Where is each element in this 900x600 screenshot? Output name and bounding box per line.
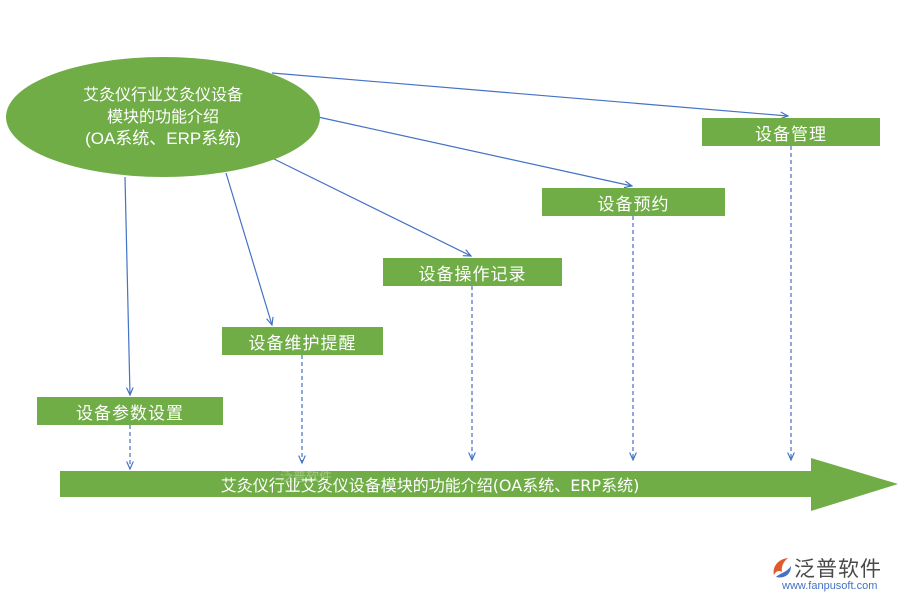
module-label-oplog: 设备操作记录 — [418, 264, 527, 285]
module-box-maint: 设备维护提醒 — [222, 327, 383, 355]
brand-url: www.fanpusoft.com — [782, 580, 878, 592]
module-label-mgmt: 设备管理 — [755, 124, 827, 145]
source-node-line3: (OA系统、ERP系统) — [85, 129, 241, 148]
module-label-resv: 设备预约 — [597, 194, 670, 215]
module-label-maint: 设备维护提醒 — [248, 333, 357, 354]
connector-to-param — [124, 176, 130, 395]
connector-to-mgmt — [271, 72, 788, 116]
module-box-resv: 设备预约 — [542, 188, 725, 216]
source-node: 艾灸仪行业艾灸仪设备 模块的功能介绍 (OA系统、ERP系统) — [6, 57, 320, 177]
brand-mark-icon — [773, 558, 791, 578]
module-box-oplog: 设备操作记录 — [383, 258, 562, 286]
brand-name: 泛普软件 — [794, 557, 882, 581]
connector-to-resv — [317, 116, 632, 186]
timeline-arrow — [60, 458, 898, 511]
source-node-line1: 艾灸仪行业艾灸仪设备 — [82, 85, 243, 104]
module-box-mgmt: 设备管理 — [702, 118, 880, 146]
brand-logo: 泛普软件 www.fanpusoft.com — [770, 553, 895, 595]
source-node-line2: 模块的功能介绍 — [106, 107, 219, 126]
module-label-param: 设备参数设置 — [76, 403, 184, 424]
timeline-arrow-label: 艾灸仪行业艾灸仪设备模块的功能介绍(OA系统、ERP系统) — [220, 476, 640, 495]
connector-to-maint — [225, 172, 272, 325]
connector-to-oplog — [271, 157, 471, 256]
module-box-param: 设备参数设置 — [37, 397, 223, 425]
